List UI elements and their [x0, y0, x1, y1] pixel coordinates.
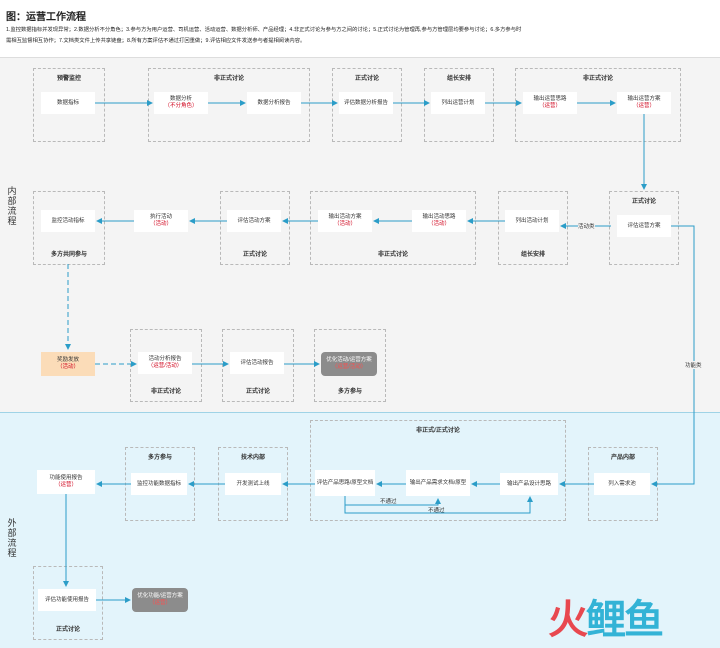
node-reward-distribution[interactable]: 奖励发放（活动）	[41, 352, 95, 376]
group-formal-discussion-4: 正式讨论	[222, 329, 294, 402]
page-title: 图：运营工作流程	[6, 12, 86, 23]
group-informal-discussion-3: 非正式讨论	[310, 191, 476, 265]
node-data-analysis-report[interactable]: 数据分析报告	[247, 92, 301, 114]
arrow	[344, 496, 441, 506]
group-informal-discussion-4: 非正式讨论	[130, 329, 202, 402]
node-activity-proposal[interactable]: 输出活动方案（活动）	[318, 210, 372, 232]
group-warning-monitor: 预警监控	[33, 68, 105, 142]
node-requirement-pool[interactable]: 列入需求池	[594, 473, 650, 495]
external-process-region	[0, 412, 720, 648]
edge-label-activity: 活动类	[578, 222, 595, 230]
node-evaluate-activity-report[interactable]: 评估活动报告	[230, 352, 284, 374]
node-data-analysis[interactable]: 数据分析（不分角色）	[154, 92, 208, 114]
group-informal-discussion-2: 非正式讨论	[515, 68, 681, 142]
notes-text: 1.监控数据指标并发现异常；2.数据分析不分角色；3.参与方为用户运营、司机运营…	[6, 27, 522, 44]
node-monitor-activity-metrics[interactable]: 监控活动指标	[41, 210, 95, 232]
group-leader-arrange-2: 组长安排	[498, 191, 568, 265]
node-operation-plan[interactable]: 列出运营计划	[431, 92, 485, 114]
brand-logo: 火鲤鱼	[548, 598, 664, 642]
group-informal-formal: 非正式/正式讨论	[310, 420, 566, 521]
node-evaluate-activity-proposal[interactable]: 评估活动方案	[227, 210, 281, 232]
group-formal-discussion-2: 正式讨论	[609, 191, 679, 265]
group-multi-party: 多方共同参与	[33, 191, 105, 265]
node-evaluate-product-doc[interactable]: 评估产品思路/原型文档	[315, 470, 375, 496]
node-activity-analysis-report[interactable]: 活动分析报告（运营/活动）	[138, 352, 192, 374]
node-operation-proposal[interactable]: 输出运营方案（运营）	[617, 92, 671, 114]
edge-label-reject-2: 不通过	[428, 508, 445, 514]
group-formal-discussion-5: 正式讨论	[33, 566, 103, 640]
node-optimize-feature-proposal[interactable]: 优化功能/运营方案（运营）	[132, 588, 188, 612]
node-evaluate-analysis-report[interactable]: 评估数据分析报告	[339, 92, 393, 114]
external-process-label: 外部流程	[7, 518, 17, 558]
arrow	[651, 225, 695, 487]
node-evaluate-feature-report[interactable]: 评估功能使用报告	[38, 589, 96, 611]
group-formal-discussion-3: 正式讨论	[220, 191, 290, 265]
node-dev-test-release[interactable]: 开发测试上线	[225, 473, 281, 495]
node-evaluate-operation-proposal[interactable]: 评估运营方案	[617, 215, 671, 237]
edge-label-feature: 功能类	[685, 361, 702, 369]
node-product-design-idea[interactable]: 输出产品设计思路	[500, 473, 558, 495]
node-data-metrics[interactable]: 数据指标	[41, 92, 95, 114]
node-product-requirement-doc[interactable]: 输出产品需求文档/原型	[406, 470, 470, 496]
edge-label-reject-1: 不通过	[380, 499, 397, 505]
node-feature-usage-report[interactable]: 功能使用报告（运营）	[37, 470, 95, 494]
node-optimize-activity-proposal[interactable]: 优化活动/运营方案（运营/活动）	[321, 352, 377, 376]
internal-process-label: 内部流程	[7, 186, 17, 226]
node-activity-plan[interactable]: 列出活动计划	[505, 210, 559, 232]
arrow	[344, 496, 533, 514]
node-operation-idea[interactable]: 输出运营思路（运营）	[523, 92, 577, 114]
node-monitor-feature-metrics[interactable]: 监控功能数据指标	[131, 473, 187, 495]
node-execute-activity[interactable]: 执行活动（活动）	[134, 210, 188, 232]
node-activity-idea[interactable]: 输出活动思路（活动）	[412, 210, 466, 232]
